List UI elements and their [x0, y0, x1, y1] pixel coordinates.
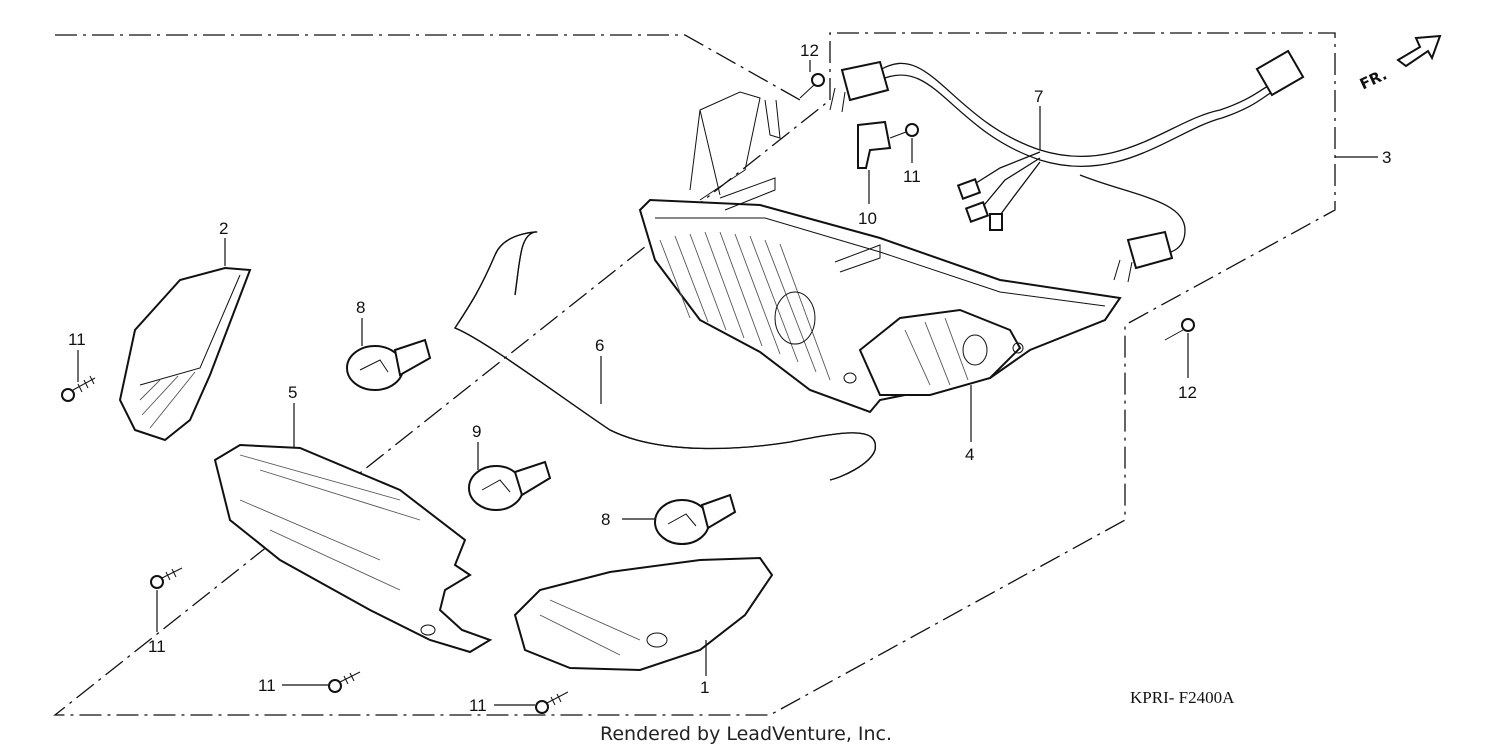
- callout-11-upper: 11: [903, 167, 921, 186]
- callout-8-upper: 8: [356, 298, 365, 317]
- tail-lens: [858, 308, 1024, 396]
- callout-6: 6: [595, 336, 604, 355]
- screw-11-mid: [150, 567, 183, 589]
- bulb-8-lower: [654, 493, 737, 545]
- screw-12-top: [799, 73, 825, 99]
- callout-11-mid: 11: [148, 637, 166, 656]
- callout-11-bottom-b: 11: [469, 696, 487, 715]
- wire-harness: [829, 49, 1305, 283]
- callout-2: 2: [219, 219, 228, 238]
- screw-11-upper: [889, 123, 919, 139]
- screw-11-bottom-b: [535, 691, 569, 714]
- callout-3: 3: [1382, 148, 1391, 167]
- callouts: 1 2 3 4 5 6 7 8 8 9 10 11 11 11 11 11 12…: [68, 41, 1391, 715]
- callout-8-lower: 8: [601, 510, 610, 529]
- assembly-boundary: [53, 32, 1378, 716]
- callout-4: 4: [965, 445, 974, 464]
- callout-12-top: 12: [800, 41, 819, 60]
- callout-9: 9: [472, 422, 481, 441]
- callout-10: 10: [858, 209, 877, 228]
- callout-11-left: 11: [68, 330, 86, 349]
- front-direction-arrow: FR.: [1357, 34, 1442, 93]
- callout-11-bottom-a: 11: [258, 676, 276, 695]
- side-lens-right: [513, 556, 774, 672]
- front-marker-label: FR.: [1357, 65, 1390, 93]
- screw-12-right: [1164, 318, 1195, 341]
- callout-7: 7: [1034, 87, 1043, 106]
- callout-1: 1: [700, 678, 709, 697]
- bulb-9: [468, 460, 552, 511]
- drawing-code: KPRI- F2400A: [1130, 688, 1235, 707]
- callout-12-right: 12: [1178, 383, 1197, 402]
- bulb-8-upper: [346, 338, 432, 391]
- footer-credit: Rendered by LeadVenture, Inc.: [600, 723, 892, 745]
- harness-clamp: [857, 120, 892, 169]
- side-cover-lens: [213, 443, 493, 654]
- gasket-seal: [454, 231, 876, 481]
- callout-5: 5: [288, 383, 297, 402]
- screw-11-left: [61, 375, 96, 402]
- side-lens-left: [118, 266, 252, 442]
- leader-lines: [77, 60, 1189, 706]
- screw-11-bottom-a: [328, 671, 361, 693]
- housing-hatching: [659, 231, 831, 381]
